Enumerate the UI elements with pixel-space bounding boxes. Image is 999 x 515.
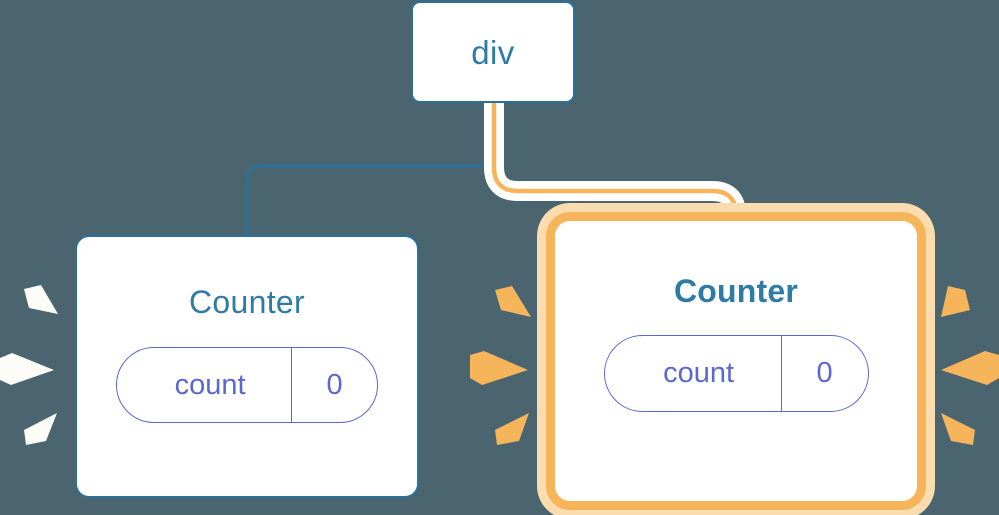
counter-left-state-value: 0: [291, 348, 377, 422]
ray-lower-icon: [24, 413, 57, 445]
counter-right-state-capsule[interactable]: count 0: [603, 335, 869, 412]
counter-right-rays-right: [941, 286, 999, 445]
counter-right-title: Counter: [673, 273, 799, 309]
ray-upper-icon: [941, 286, 970, 317]
ray-middle-icon: [0, 353, 54, 385]
counter-left-title: Counter: [189, 284, 305, 320]
node-counter-left[interactable]: Counter count 0: [75, 235, 419, 498]
counter-right-state-key: count: [663, 357, 735, 389]
counter-right-rays-left: [470, 286, 531, 445]
counter-right-state-value: 0: [780, 336, 868, 411]
ray-middle-icon: [470, 351, 528, 385]
node-counter-right[interactable]: Counter count 0: [546, 212, 926, 510]
counter-left-rays: [0, 285, 58, 445]
node-div[interactable]: div: [411, 1, 575, 103]
ray-lower-icon: [495, 413, 529, 445]
ray-upper-icon: [24, 285, 58, 314]
connector-div-to-counter-left: [245, 103, 491, 237]
counter-left-state-key: count: [174, 368, 246, 401]
ray-middle-icon: [941, 351, 999, 385]
ray-upper-icon: [495, 286, 531, 317]
node-div-label: div: [471, 33, 515, 71]
ray-lower-icon: [941, 413, 975, 445]
counter-left-state-capsule[interactable]: count 0: [116, 347, 378, 423]
